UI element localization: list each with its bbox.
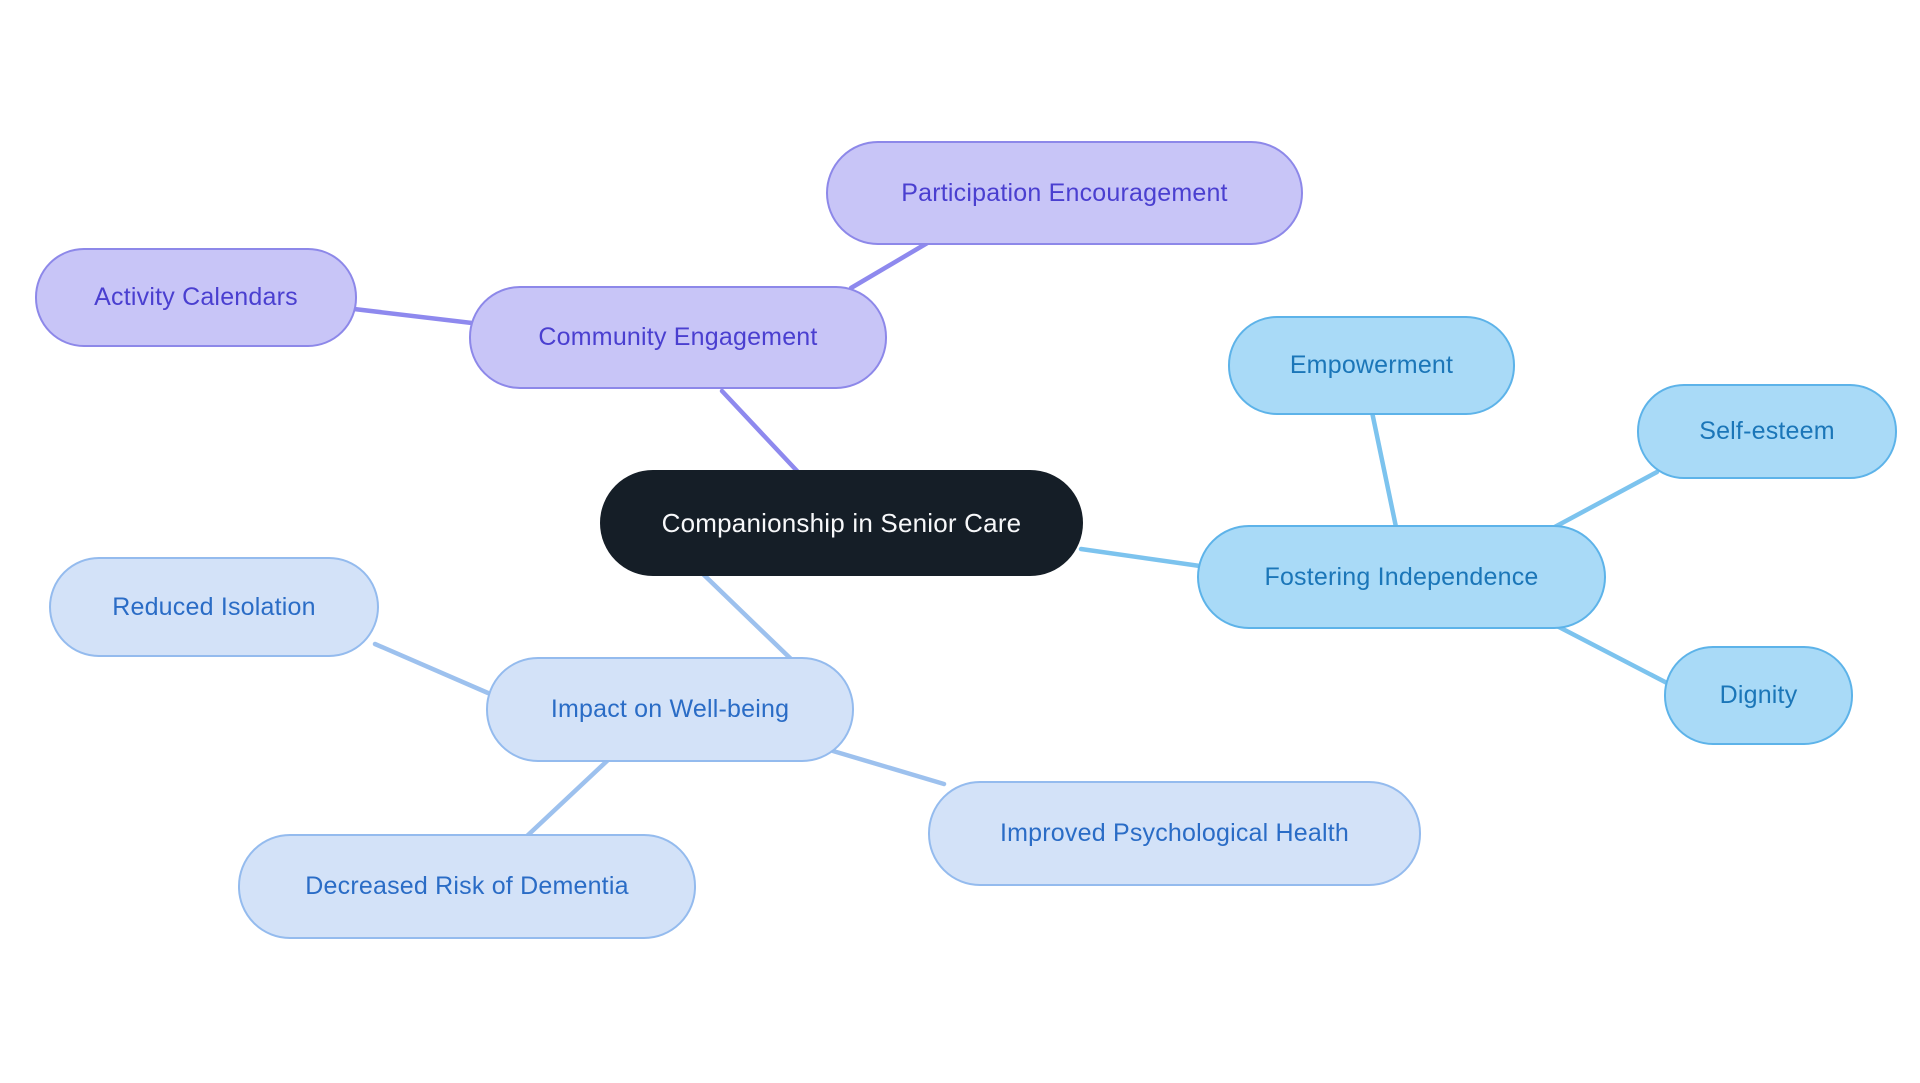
edge-fostering-independence-to-empowerment [1369, 409, 1399, 530]
node-activity-calendars[interactable]: Activity Calendars [35, 248, 357, 347]
edge-root-to-impact-on-well-being [700, 571, 794, 662]
node-improved-psychological-health[interactable]: Improved Psychological Health [928, 781, 1421, 886]
edge-community-engagement-to-activity-calendars [351, 306, 475, 326]
edge-root-to-fostering-independence [1078, 546, 1203, 569]
edge-fostering-independence-to-self-esteem [1548, 469, 1660, 532]
node-companionship-in-senior-care[interactable]: Companionship in Senior Care [600, 470, 1083, 576]
node-self-esteem[interactable]: Self-esteem [1637, 384, 1897, 479]
edge-root-to-community-engagement [719, 388, 801, 475]
node-empowerment[interactable]: Empowerment [1228, 316, 1515, 415]
node-decreased-risk-of-dementia[interactable]: Decreased Risk of Dementia [238, 834, 696, 939]
edge-fostering-independence-to-dignity [1554, 623, 1670, 686]
node-community-engagement[interactable]: Community Engagement [469, 286, 887, 389]
node-impact-on-well-being[interactable]: Impact on Well-being [486, 657, 854, 762]
edge-impact-to-improved-psychological-health [830, 748, 947, 787]
node-dignity[interactable]: Dignity [1664, 646, 1853, 745]
edge-impact-to-decreased-risk-of-dementia [524, 757, 611, 839]
node-reduced-isolation[interactable]: Reduced Isolation [49, 557, 379, 657]
node-fostering-independence[interactable]: Fostering Independence [1197, 525, 1606, 629]
node-participation-encouragement[interactable]: Participation Encouragement [826, 141, 1303, 245]
edge-impact-to-reduced-isolation [372, 641, 491, 696]
edge-community-engagement-to-participation-encouragement [848, 239, 932, 291]
